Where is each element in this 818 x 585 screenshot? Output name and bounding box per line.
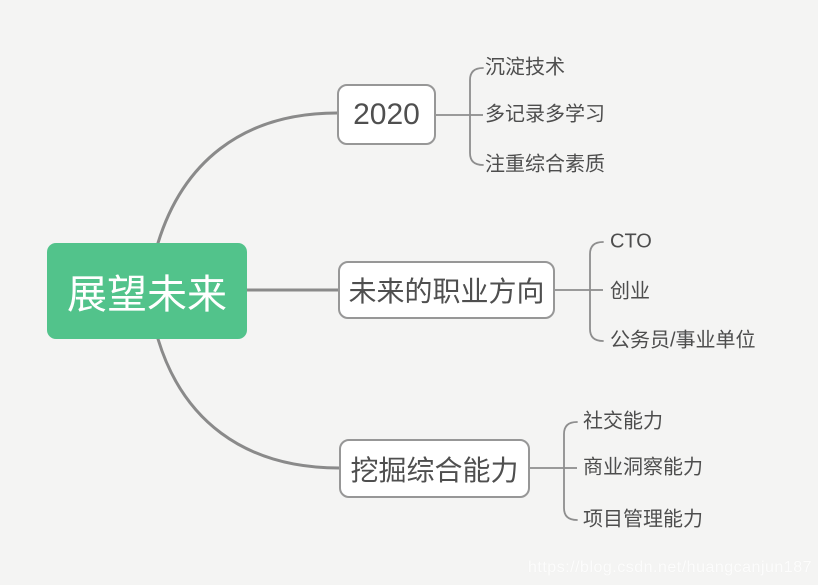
connector-root-to-2020 — [156, 111, 339, 245]
child-topic[interactable]: 创业 — [610, 280, 650, 303]
bracket-ability — [563, 421, 578, 521]
child-topic[interactable]: 公务员/事业单位 — [610, 329, 756, 352]
child-topic[interactable]: 沉淀技术 — [485, 56, 565, 79]
branch-node-ability[interactable]: 挖掘综合能力 — [339, 439, 530, 498]
connector-root-to-ability — [156, 337, 341, 470]
child-topic[interactable]: 项目管理能力 — [583, 508, 703, 531]
child-topic[interactable]: 社交能力 — [583, 410, 663, 433]
child-topic[interactable]: 注重综合素质 — [485, 153, 605, 176]
watermark: https://blog.csdn.net/huangcanjun187 — [528, 559, 812, 576]
child-topic[interactable]: 多记录多学习 — [485, 103, 605, 126]
child-topic[interactable]: CTO — [610, 230, 652, 253]
branch-node-2020[interactable]: 2020 — [337, 84, 436, 145]
branch-node-career[interactable]: 未来的职业方向 — [338, 261, 555, 319]
bracket-career — [589, 241, 604, 342]
child-topic[interactable]: 商业洞察能力 — [583, 456, 703, 479]
bracket-2020 — [469, 67, 484, 166]
root-node[interactable]: 展望未来 — [47, 243, 247, 339]
